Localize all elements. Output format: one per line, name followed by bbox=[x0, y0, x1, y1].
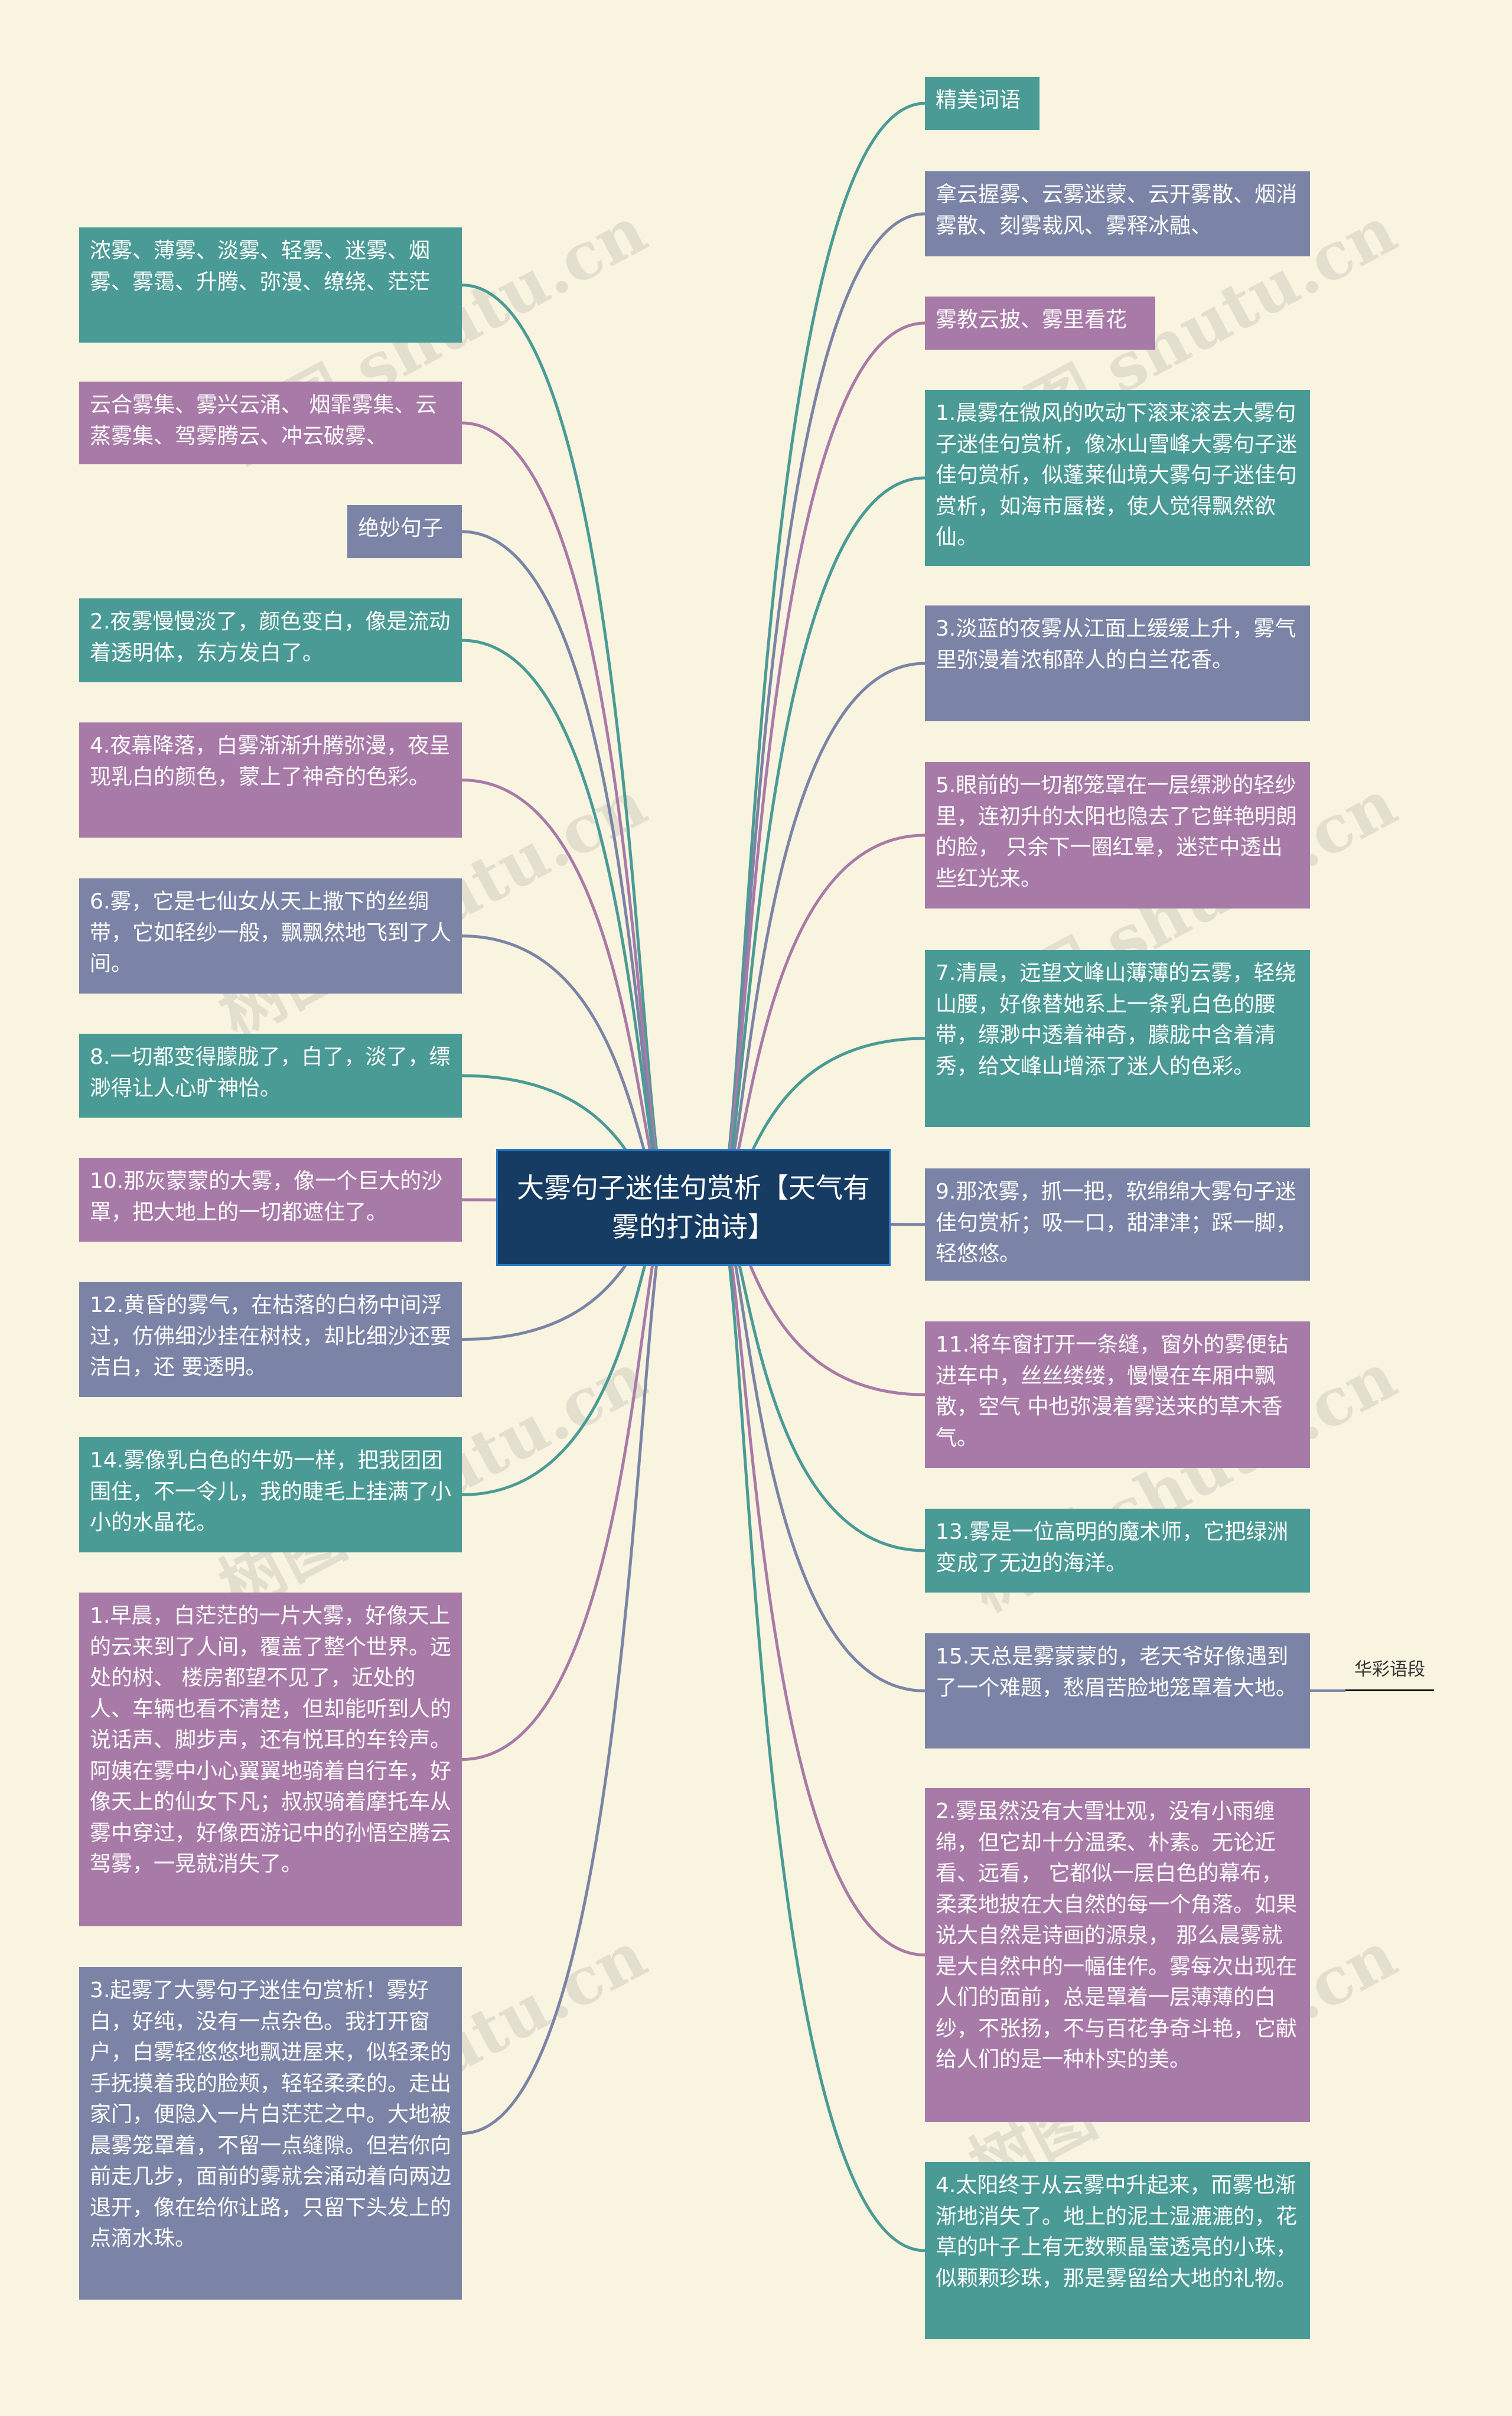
left-node-5[interactable]: 4.夜幕降落，白雾渐渐升腾弥漫，夜呈现乳白的颜色，蒙上了神奇的色彩。 bbox=[79, 722, 462, 838]
left-node-3[interactable]: 绝妙句子 bbox=[347, 505, 462, 558]
connector-line bbox=[461, 639, 670, 1209]
left-node-10[interactable]: 14.雾像乳白色的牛奶一样，把我团团围住，不一令儿，我的睫毛上挂满了小小的水晶花… bbox=[79, 1437, 462, 1552]
left-node-12[interactable]: 3.起雾了大雾句子迷佳句赏析！雾好白，好纯，没有一点杂色。我打开窗户，白雾轻悠悠… bbox=[79, 1967, 462, 2300]
right-node-7[interactable]: 7.清晨，远望文峰山薄薄的云雾，轻绕山腰，好像替她系上一条乳白色的腰带，缥渺中透… bbox=[925, 950, 1310, 1127]
left-node-7[interactable]: 8.一切都变得朦胧了，白了，淡了，缥渺得让人心旷神怡。 bbox=[79, 1034, 462, 1118]
connector-line bbox=[716, 1206, 926, 1692]
right-node-11[interactable]: 15.天总是雾蒙蒙的，老天爷好像遇到了一个难题，愁眉苦脸地笼罩着大地。 bbox=[925, 1633, 1310, 1748]
right-node-8[interactable]: 9.那浓雾，抓一把，软绵绵大雾句子迷佳句赏析；吸一口，甜津津；踩一脚，轻悠悠。 bbox=[925, 1168, 1310, 1281]
right-node-3[interactable]: 雾教云披、雾里看花 bbox=[925, 297, 1155, 350]
left-node-8[interactable]: 10.那灰蒙蒙的大雾，像一个巨大的沙罩，把大地上的一切都遮住了。 bbox=[79, 1158, 462, 1242]
connector-line bbox=[716, 321, 926, 1209]
right-node-4[interactable]: 1.晨雾在微风的吹动下滚来滚去大雾句子迷佳句赏析，像冰山雪峰大雾句子迷佳句赏析，… bbox=[925, 390, 1310, 566]
left-node-6[interactable]: 6.雾，它是七仙女从天上撒下的丝绸带，它如轻纱一般，飘飘然地飞到了人间。 bbox=[79, 878, 462, 994]
connector-line bbox=[461, 530, 671, 1209]
left-node-2[interactable]: 云合雾集、雾兴云涌、 烟霏雾集、云蒸雾集、驾雾腾云、冲云破雾、 bbox=[79, 382, 462, 464]
right-node-9[interactable]: 11.将车窗打开一条缝，窗外的雾便钻进车中，丝丝缕缕，慢慢在车厢中飘散，空气 中… bbox=[925, 1321, 1310, 1468]
right-node-1[interactable]: 精美词语 bbox=[925, 77, 1040, 130]
side-tag[interactable]: 华彩语段 bbox=[1345, 1656, 1434, 1691]
right-node-2[interactable]: 拿云握雾、云雾迷蒙、云开雾散、烟消雾散、刻雾裁风、雾释冰融、 bbox=[925, 171, 1310, 256]
left-node-11[interactable]: 1.早晨，白茫茫的一片大雾，好像天上的云来到了人间，覆盖了整个世界。远处的树、 … bbox=[79, 1593, 462, 1926]
left-node-4[interactable]: 2.夜雾慢慢淡了，颜色变白，像是流动着透明体，东方发白了。 bbox=[79, 598, 462, 682]
right-node-12[interactable]: 2.雾虽然没有大雪壮观，没有小雨缠绵，但它却十分温柔、朴素。无论近看、远看， 它… bbox=[925, 1788, 1310, 2122]
left-node-9[interactable]: 12.黄昏的雾气，在枯落的白杨中间浮过，仿佛细沙挂在树枝，却比细沙还要洁白，还 … bbox=[79, 1282, 462, 1397]
right-node-13[interactable]: 4.太阳终于从云雾中升起来，而雾也渐渐地消失了。地上的泥土湿漉漉的，花草的叶子上… bbox=[925, 2162, 1310, 2339]
connector-line bbox=[461, 284, 671, 1209]
right-node-5[interactable]: 3.淡蓝的夜雾从江面上缓缓上升，雾气里弥漫着浓郁醉人的白兰花香。 bbox=[925, 605, 1310, 721]
connector-line bbox=[716, 1206, 926, 2252]
left-node-1[interactable]: 浓雾、薄雾、淡雾、轻雾、迷雾、烟雾、雾霭、升腾、弥漫、缭绕、茫茫 bbox=[79, 227, 462, 343]
connector-line bbox=[716, 1206, 926, 1956]
central-topic[interactable]: 大雾句子迷佳句赏析【天气有雾的打油诗】 bbox=[496, 1149, 891, 1266]
right-node-6[interactable]: 5.眼前的一切都笼罩在一层缥渺的轻纱里，连初升的太阳也隐去了它鲜艳明朗的脸， 只… bbox=[925, 762, 1310, 909]
right-node-10[interactable]: 13.雾是一位高明的魔术师，它把绿洲变成了无边的海洋。 bbox=[925, 1509, 1310, 1593]
